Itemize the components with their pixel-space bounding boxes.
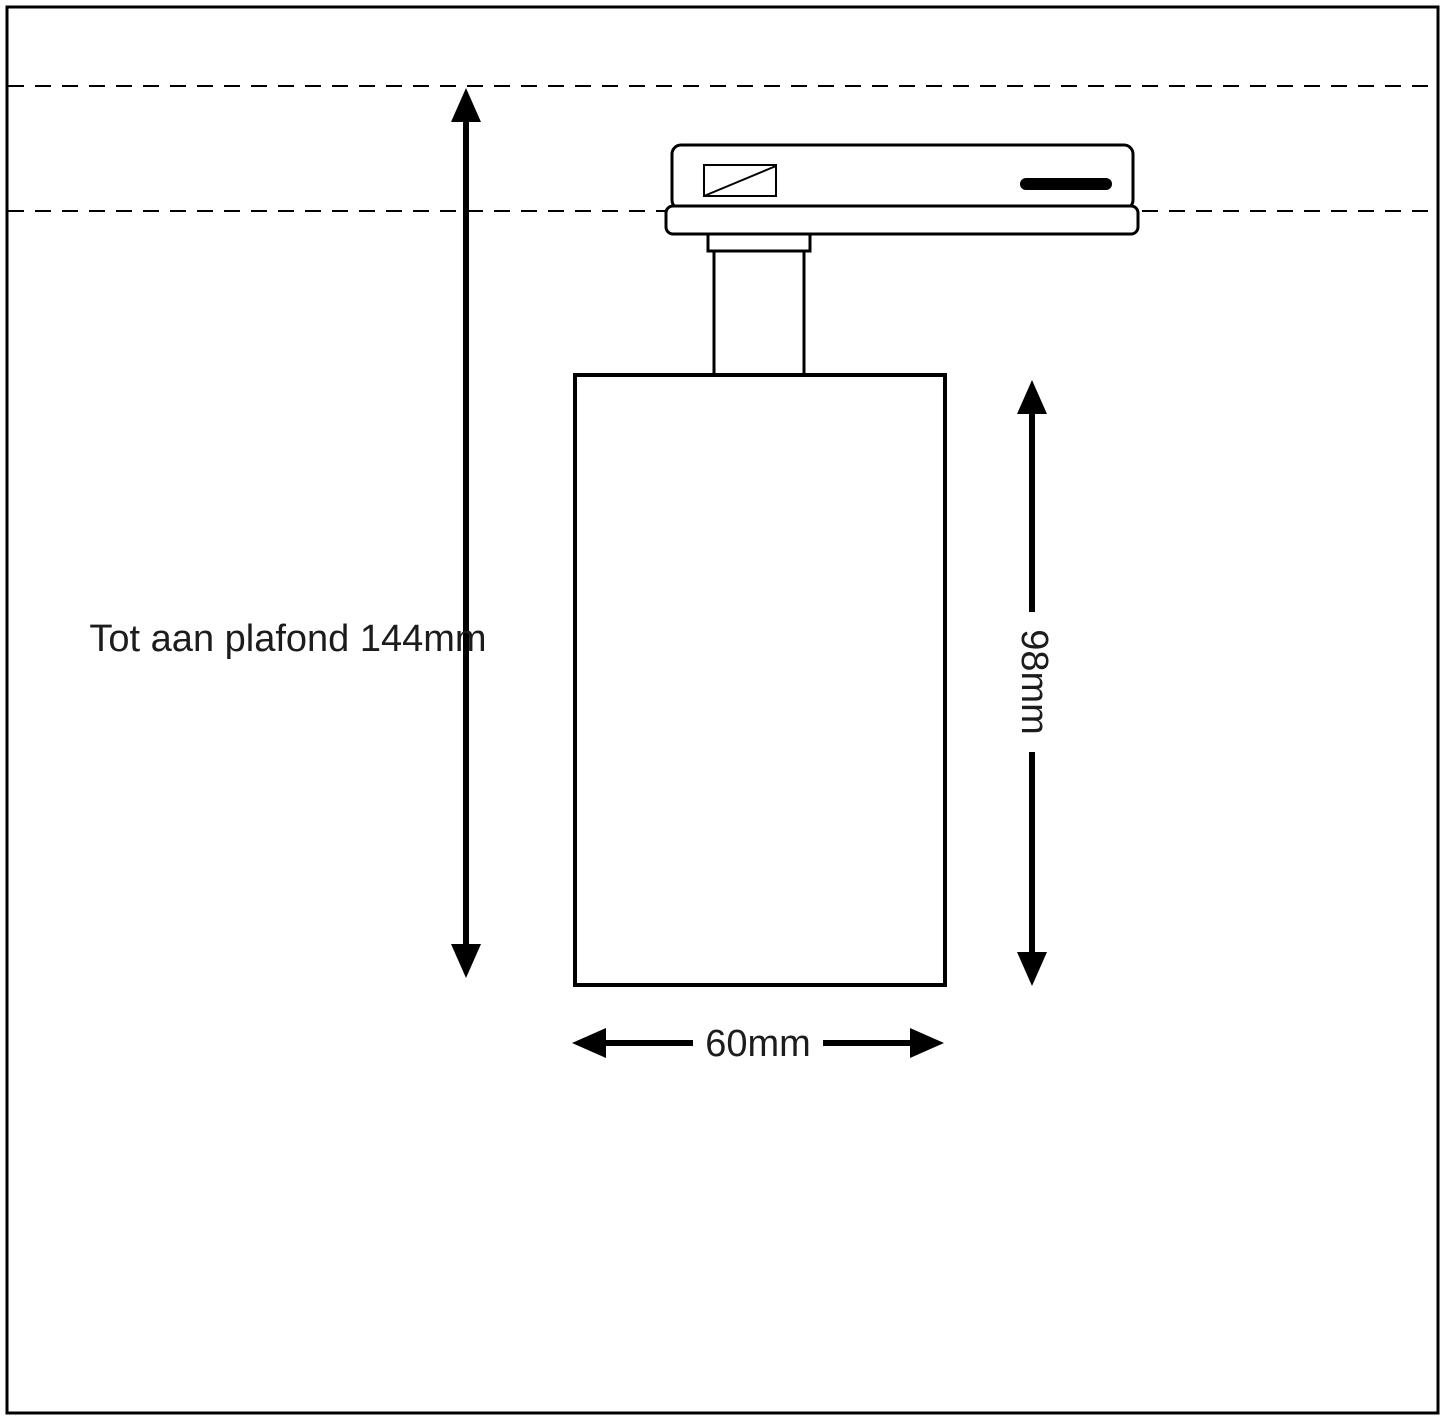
track-adapter-flange bbox=[664, 204, 1140, 236]
width-dimension-label: 60mm bbox=[705, 1023, 811, 1065]
track-adapter-body bbox=[670, 143, 1135, 211]
width-dimension-label-mask bbox=[693, 1018, 823, 1068]
height-dimension-arrowhead-top bbox=[1017, 380, 1047, 414]
height-dimension-arrowhead-bottom bbox=[1017, 952, 1047, 986]
stem-collar bbox=[706, 232, 812, 253]
adapter-slot-icon bbox=[1020, 178, 1112, 190]
ceiling-dimension-arrowhead-bottom bbox=[451, 944, 481, 978]
dimmer-symbol-diagonal bbox=[703, 165, 777, 197]
stem bbox=[712, 249, 806, 379]
dimmer-symbol-icon bbox=[703, 164, 777, 197]
ceiling-dimension-arrowhead-top bbox=[451, 88, 481, 122]
height-dimension-label: 98mm bbox=[1013, 629, 1055, 735]
width-dimension-arrowhead-right bbox=[910, 1028, 944, 1058]
spotlight-body bbox=[573, 373, 947, 987]
width-dimension-arrowhead-left bbox=[572, 1028, 606, 1058]
height-dimension-label-mask bbox=[1006, 612, 1058, 752]
ceiling-dimension-label: Tot aan plafond 144mm bbox=[89, 618, 486, 660]
page-border bbox=[5, 5, 1440, 1415]
